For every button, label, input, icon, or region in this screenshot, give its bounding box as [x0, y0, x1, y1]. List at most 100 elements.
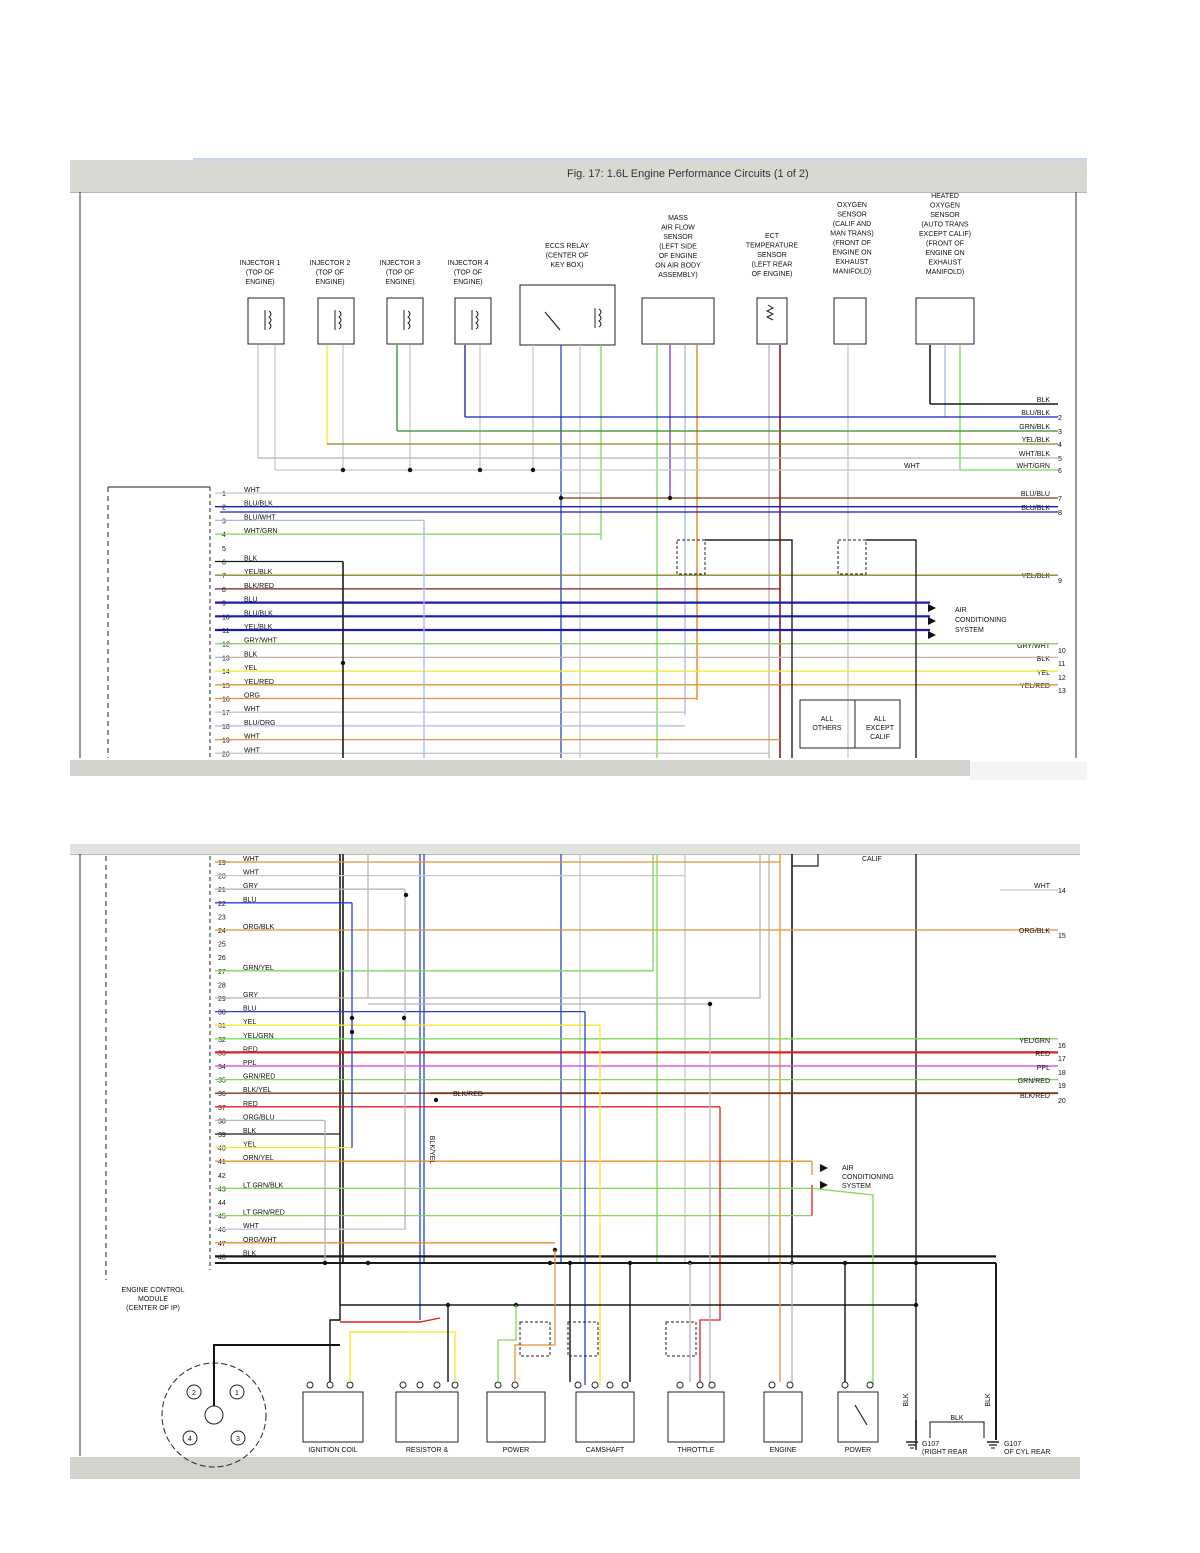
pin-number: 34: [218, 1064, 226, 1071]
connector-terminal: [621, 1381, 629, 1389]
pin-color-label: ORG/WHT: [243, 1237, 278, 1244]
pin-number: 21: [218, 887, 226, 894]
right-wire-number: 2: [1058, 415, 1062, 422]
top-scroll-area: [970, 762, 1087, 780]
pin-color-label: ORG: [244, 693, 260, 700]
ac-system-label: AIR: [955, 607, 967, 614]
pin-number: 37: [218, 1105, 226, 1112]
pin-color-label: GRN/YEL: [243, 965, 274, 972]
shield-can: [676, 539, 706, 575]
distributor-pin: 3: [236, 1436, 240, 1443]
connector-terminal: [326, 1381, 334, 1389]
shield-can: [837, 539, 867, 575]
ignition-coil-box: [302, 1391, 364, 1443]
right-wire-number: 12: [1058, 675, 1066, 682]
pin-color-label: YEL: [243, 1019, 256, 1026]
right-wire-label: GRN/BLK: [1019, 424, 1050, 431]
component-label: (TOP OF: [454, 270, 482, 277]
pin-color-label: BLK/YEL: [243, 1087, 272, 1094]
pin-color-label: YEL/BLK: [244, 569, 273, 576]
right-wire-number: 20: [1058, 1098, 1066, 1105]
pin-number: 11: [222, 628, 229, 635]
component-label: (AUTO TRANS: [921, 222, 969, 229]
component-label: SENSOR: [837, 212, 867, 219]
pin-color-label: LT GRN/RED: [243, 1210, 285, 1217]
component-label: (TOP OF: [246, 270, 274, 277]
pin-number: 12: [222, 642, 230, 649]
component-label: EXHAUST: [835, 259, 869, 266]
pin-color-label: BLU/ORG: [244, 720, 276, 727]
pin-color-label: BLU: [244, 597, 258, 604]
pin-color-label: WHT: [244, 706, 261, 713]
coil-symbol: [268, 310, 272, 330]
all-except-calif-label: EXCEPT: [866, 725, 895, 732]
distributor-terminal: [186, 1384, 202, 1400]
pin-color-label: GRY/WHT: [244, 638, 278, 645]
shield-can: [567, 1321, 599, 1357]
right-wire-label: ORG/BLK: [1019, 928, 1050, 935]
connector-terminal: [768, 1381, 776, 1389]
bottom-title-bar: [70, 844, 1080, 855]
component-label: ASSEMBLY): [658, 272, 698, 279]
coil-symbol: [598, 308, 602, 328]
component-label: MANIFOLD): [926, 269, 965, 276]
pin-number: 1: [222, 491, 226, 498]
pin-color-label: YEL: [243, 1142, 256, 1149]
ect-sensor-box: [756, 297, 788, 345]
bottom-component-label: THROTTLE: [678, 1447, 715, 1454]
power-box: [486, 1391, 546, 1443]
pin-color-label: BLK: [243, 1250, 257, 1257]
component-label: OF ENGINE: [659, 253, 698, 260]
right-wire-number: 3: [1058, 429, 1062, 436]
engine-sensor-box: [763, 1391, 803, 1443]
distributor-pin: 4: [188, 1436, 192, 1443]
all-others-label: OTHERS: [812, 725, 842, 732]
diagram-title: Fig. 17: 1.6L Engine Performance Circuit…: [567, 168, 809, 180]
pin-color-label: WHT/GRN: [244, 528, 277, 535]
right-wire-label: YEL/GRN: [1019, 1038, 1050, 1045]
pin-color-label: WHT: [243, 1223, 260, 1230]
bottom-component-label: IGNITION COIL: [308, 1447, 358, 1454]
blk-yel-label: BLK/YEL: [428, 1136, 435, 1165]
wire-gry-throttle: [368, 1003, 711, 1385]
pin-number: 10: [222, 614, 230, 621]
distributor-terminal: [230, 1430, 246, 1446]
ac-system-label: AIR: [842, 1165, 854, 1172]
ac-system-label: CONDITIONING: [955, 617, 1007, 624]
right-wire-number: 11: [1058, 661, 1065, 668]
option-box-cont: [792, 854, 819, 867]
all-others-label: ALL: [821, 716, 834, 723]
top-status-bar: [70, 760, 970, 776]
injector-4-box: [454, 297, 492, 345]
wire-power-grn: [497, 1305, 517, 1382]
right-wire-label: YEL: [1037, 670, 1050, 677]
connector-terminal: [574, 1381, 582, 1389]
component-label: KEY BOX): [551, 262, 584, 269]
component-label: MANIFOLD): [833, 269, 872, 276]
component-label: OXYGEN: [837, 202, 867, 209]
pin-color-label: BLK/RED: [244, 583, 274, 590]
component-label: EXCEPT CALIF): [919, 231, 971, 238]
splice-dot: [403, 892, 409, 898]
arrow-icon: [820, 1164, 828, 1172]
ac-system-label: SYSTEM: [955, 627, 984, 634]
pin-number: 39: [218, 1132, 226, 1139]
pin-color-label: ORG/BLK: [243, 924, 274, 931]
pin-number: 27: [218, 969, 226, 976]
right-wire-label: WHT/GRN: [1017, 463, 1050, 470]
top-title-bar: Fig. 17: 1.6L Engine Performance Circuit…: [70, 158, 1087, 193]
right-wire-label: BLK: [1037, 397, 1051, 404]
pin-color-label: WHT: [244, 734, 261, 741]
pin-number: 46: [218, 1227, 226, 1234]
pin-color-label: RED: [243, 1046, 258, 1053]
injector-1-box: [247, 297, 285, 345]
ground-wire-label: BLK: [985, 1393, 992, 1407]
bottom-component-label: CAMSHAFT: [586, 1447, 625, 1454]
pin-number: 26: [218, 955, 226, 962]
connector-terminal: [451, 1381, 459, 1389]
distributor-pin: 2: [192, 1390, 196, 1397]
calif-option-box: [799, 699, 901, 749]
component-label: (TOP OF: [386, 270, 414, 277]
splice-dot: [349, 1029, 355, 1035]
pin-number: 36: [218, 1091, 226, 1098]
